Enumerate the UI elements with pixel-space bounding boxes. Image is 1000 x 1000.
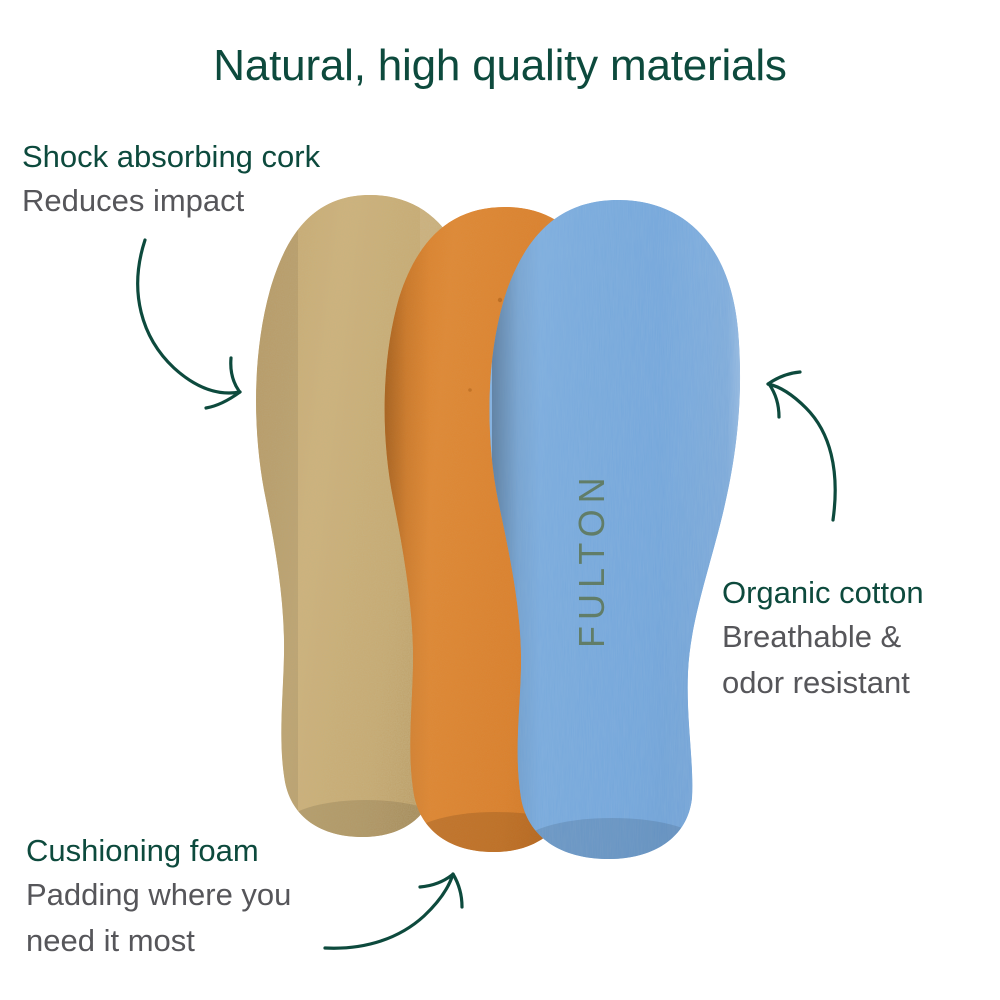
callout-cotton-line-1: Breathable & [722, 619, 902, 654]
callout-cotton-line-2: odor resistant [722, 665, 910, 700]
callout-foam: Cushioning foam Padding where you need i… [26, 830, 291, 964]
callout-foam-line-2: need it most [26, 923, 195, 958]
callout-cotton: Organic cotton Breathable & odor resista… [722, 572, 924, 706]
cotton-insole-layer [489, 200, 741, 860]
callout-cork-line-1: Reduces impact [22, 183, 245, 218]
callout-cotton-heading: Organic cotton [722, 575, 924, 610]
callout-cork: Shock absorbing cork Reduces impact [22, 136, 320, 224]
callout-foam-line-1: Padding where you [26, 877, 292, 912]
callout-foam-heading: Cushioning foam [26, 833, 259, 868]
callout-cork-heading: Shock absorbing cork [22, 139, 321, 174]
page-title: Natural, high quality materials [213, 41, 787, 90]
